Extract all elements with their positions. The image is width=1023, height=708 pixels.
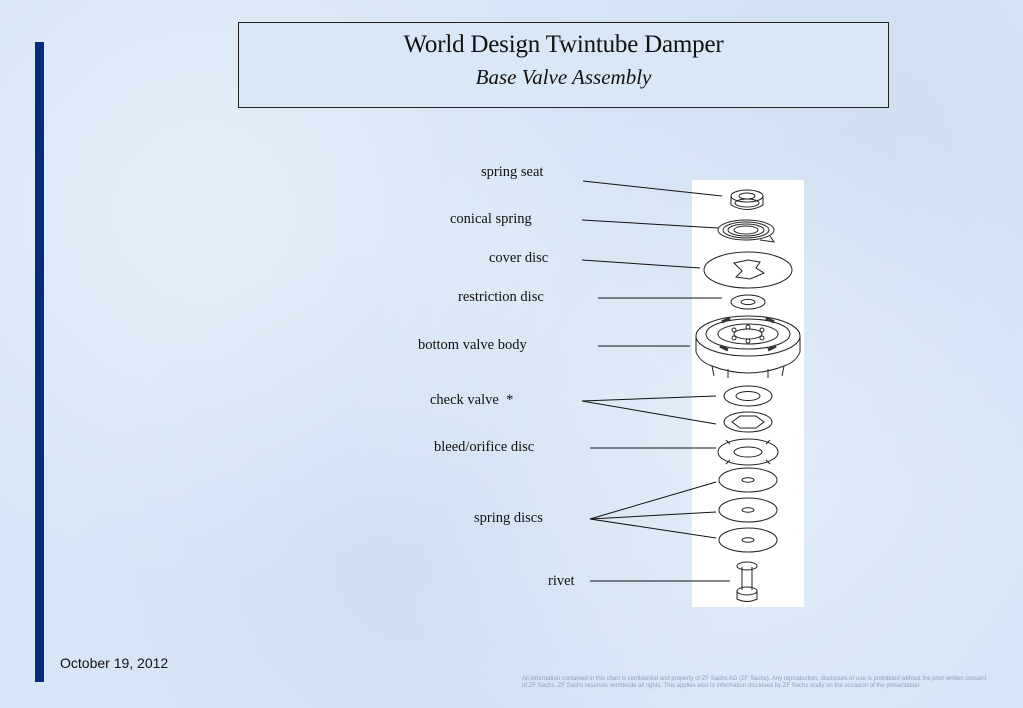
restriction-disc-part xyxy=(730,294,766,310)
slide-subtitle: Base Valve Assembly xyxy=(475,65,652,89)
leader-lines xyxy=(581,180,730,582)
conical-spring-part xyxy=(717,219,776,243)
title-box: World Design Twintube Damper Base Valve … xyxy=(238,22,889,108)
accent-bar xyxy=(35,42,44,682)
leader-spring-disc-3 xyxy=(589,518,717,539)
label-bottom-valve-body: bottom valve body xyxy=(418,337,527,353)
spring-seat-part xyxy=(730,189,764,210)
diagram-panel xyxy=(692,180,804,607)
label-bleed-orifice-disc: bleed/orifice disc xyxy=(434,439,535,455)
spring-discs-part xyxy=(718,467,778,553)
bottom-valve-body-part xyxy=(695,315,801,378)
confidentiality-disclaimer: All information contained in this chart … xyxy=(522,676,987,689)
label-spring-discs: spring discs xyxy=(474,510,543,526)
slide-date: October 19, 2012 xyxy=(60,655,169,671)
slide-title: World Design Twintube Damper xyxy=(403,31,724,58)
leader-check-valve-2 xyxy=(581,400,717,425)
label-check-valve: check valve * xyxy=(430,392,514,408)
bleed-orifice-disc-part xyxy=(717,438,779,466)
rivet-part xyxy=(736,561,758,602)
label-restriction-disc: restriction disc xyxy=(458,289,544,305)
leader-cover-disc xyxy=(581,259,701,269)
label-rivet: rivet xyxy=(548,573,575,589)
label-conical-spring: conical spring xyxy=(450,211,532,227)
leader-spring-disc-2 xyxy=(589,511,717,520)
leader-check-valve-1 xyxy=(581,395,717,402)
leader-spring-disc-1 xyxy=(589,481,717,520)
label-cover-disc: cover disc xyxy=(489,250,549,266)
label-spring-seat: spring seat xyxy=(481,164,544,180)
cover-disc-part xyxy=(703,251,793,289)
leader-spring-seat xyxy=(582,180,723,197)
leader-conical-spring xyxy=(581,219,719,229)
check-valve-part xyxy=(723,385,773,433)
